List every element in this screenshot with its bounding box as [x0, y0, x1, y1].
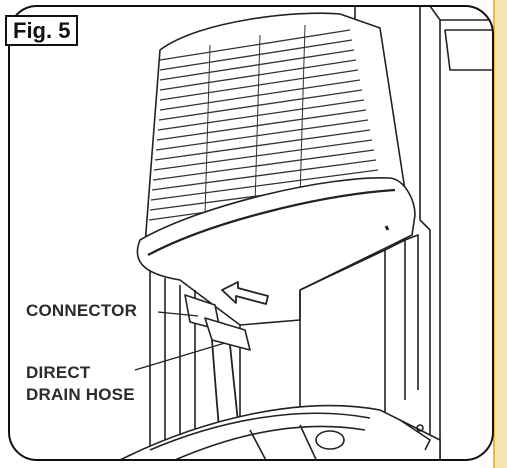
grille-slats	[148, 24, 381, 221]
drain-hose-callout-line1: DIRECT	[26, 363, 91, 382]
figure-label: Fig. 5	[5, 15, 79, 46]
page-edge-strip	[494, 0, 507, 468]
lower-cover	[136, 177, 416, 326]
figure-frame	[8, 5, 494, 461]
connector-leader	[157, 311, 199, 317]
drain-hose-callout-line2: DRAIN HOSE	[26, 385, 135, 404]
connector-callout: CONNECTOR	[26, 301, 138, 320]
rear-panel	[330, 6, 431, 460]
base-tray	[119, 404, 441, 460]
drain-hose-leader	[134, 342, 226, 371]
direction-arrow	[221, 281, 269, 305]
